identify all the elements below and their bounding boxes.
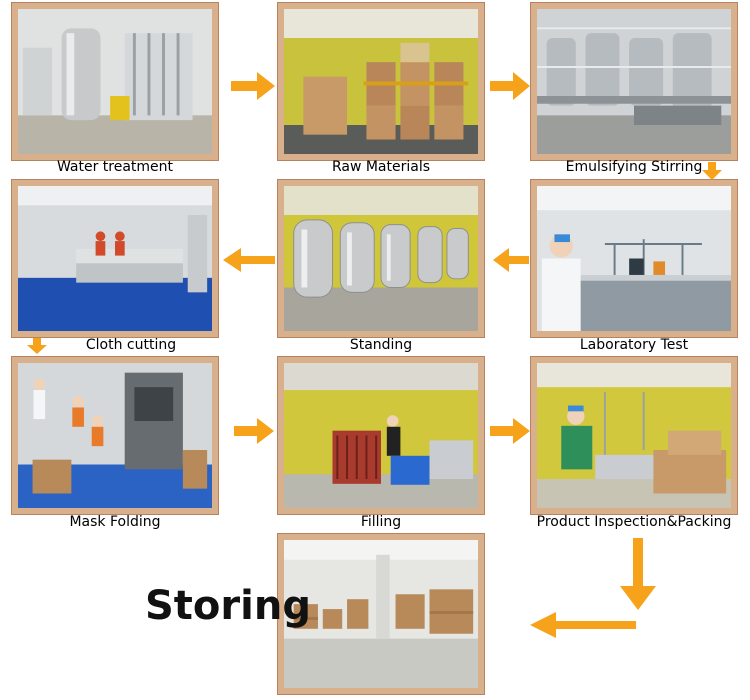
arrow-right-icon [490, 72, 530, 100]
photo-mask-folding [12, 357, 218, 514]
caption-water-treatment: Water treatment [56, 159, 174, 175]
photo-laboratory-test [531, 180, 737, 337]
photo-filling [278, 357, 484, 514]
arrow-down-icon [27, 338, 47, 354]
arrow-right-icon [234, 418, 274, 444]
arrow-right-icon [231, 72, 275, 100]
arrow-right-icon [490, 418, 530, 444]
caption-standing: Standing [349, 337, 413, 353]
caption-mask-folding: Mask Folding [69, 514, 161, 530]
photo-storing [278, 534, 484, 694]
arrow-down-icon [702, 162, 722, 180]
photo-product-inspection-packing [531, 357, 737, 514]
arrow-left-icon [530, 612, 636, 638]
photo-raw-materials [278, 3, 484, 160]
arrow-left-icon [223, 248, 275, 272]
caption-emulsifying-stirring: Emulsifying Stirring [565, 159, 703, 175]
caption-laboratory-test: Laboratory Test [579, 337, 689, 353]
caption-cloth-cutting: Cloth cutting [85, 337, 177, 353]
caption-product-inspection-packing: Product Inspection&Packing [536, 514, 732, 530]
caption-raw-materials: Raw Materials [331, 159, 431, 175]
caption-filling: Filling [360, 514, 402, 530]
photo-cloth-cutting [12, 180, 218, 337]
arrow-left-icon [493, 248, 529, 272]
photo-emulsifying-stirring [531, 3, 737, 160]
storing-label: Storing [145, 583, 311, 629]
arrow-down-icon [620, 538, 656, 610]
photo-standing [278, 180, 484, 337]
photo-water-treatment [12, 3, 218, 160]
